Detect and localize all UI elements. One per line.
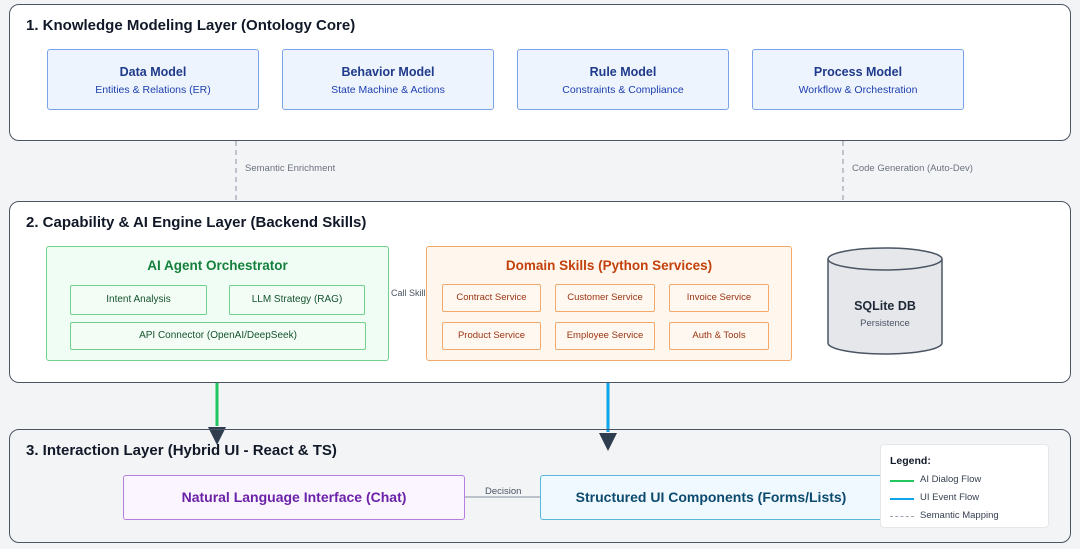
ai-agent-orchestrator-panel: AI Agent Orchestrator Intent Analysis LL… <box>46 246 389 361</box>
legend-label: AI Dialog Flow <box>920 474 982 485</box>
model-subtitle: State Machine & Actions <box>331 84 445 96</box>
legend-swatch-dashed <box>890 516 914 517</box>
contract-service-chip: Contract Service <box>442 284 541 312</box>
legend-swatch-blue <box>890 498 914 500</box>
rule-model-box: Rule Model Constraints & Compliance <box>517 49 729 110</box>
legend-label: Semantic Mapping <box>920 510 999 521</box>
auth-tools-chip: Auth & Tools <box>669 322 769 350</box>
employee-service-chip: Employee Service <box>555 322 655 350</box>
product-service-chip: Product Service <box>442 322 541 350</box>
model-subtitle: Workflow & Orchestration <box>798 84 918 96</box>
behavior-model-box: Behavior Model State Machine & Actions <box>282 49 494 110</box>
structured-ui-components-box: Structured UI Components (Forms/Lists) <box>540 475 882 520</box>
sqlite-db-title: SQLite DB <box>854 299 916 313</box>
legend-label: UI Event Flow <box>920 492 980 503</box>
decision-label: Decision <box>485 486 522 497</box>
ui-event-flow-arrowhead-down <box>599 433 617 451</box>
customer-service-chip: Customer Service <box>555 284 655 312</box>
model-title: Behavior Model <box>341 65 435 79</box>
invoice-service-chip: Invoice Service <box>669 284 769 312</box>
model-title: Process Model <box>813 65 903 79</box>
layer-title: 2. Capability & AI Engine Layer (Backend… <box>26 214 367 231</box>
legend-title: Legend: <box>890 455 931 467</box>
sqlite-db-cylinder <box>827 247 943 355</box>
layer-title: 1. Knowledge Modeling Layer (Ontology Co… <box>26 17 356 34</box>
api-connector-chip: API Connector (OpenAI/DeepSeek) <box>70 322 366 350</box>
natural-language-interface-box: Natural Language Interface (Chat) <box>123 475 465 520</box>
llm-strategy-chip: LLM Strategy (RAG) <box>229 285 365 315</box>
chat-box-label: Natural Language Interface (Chat) <box>181 489 407 505</box>
legend-swatch-green <box>890 480 914 482</box>
sqlite-db-subtitle: Persistence <box>860 318 910 329</box>
model-subtitle: Constraints & Compliance <box>562 84 684 96</box>
layer-title: 3. Interaction Layer (Hybrid UI - React … <box>26 442 337 459</box>
domain-skills-panel: Domain Skills (Python Services) Contract… <box>426 246 792 361</box>
call-skill-label: Call Skill <box>391 288 426 298</box>
model-title: Rule Model <box>589 65 657 79</box>
ai-dialog-flow-arrowhead-down <box>208 427 226 445</box>
panel-title: Domain Skills (Python Services) <box>505 258 713 273</box>
intent-analysis-chip: Intent Analysis <box>70 285 207 315</box>
legend: Legend: AI Dialog Flow UI Event Flow Sem… <box>880 444 1049 528</box>
code-generation-label: Code Generation (Auto-Dev) <box>852 163 973 174</box>
interaction-layer: 3. Interaction Layer (Hybrid UI - React … <box>9 429 1071 543</box>
semantic-enrichment-label: Semantic Enrichment <box>245 163 336 174</box>
data-model-box: Data Model Entities & Relations (ER) <box>47 49 259 110</box>
process-model-box: Process Model Workflow & Orchestration <box>752 49 964 110</box>
model-subtitle: Entities & Relations (ER) <box>95 84 211 96</box>
model-title: Data Model <box>119 65 187 79</box>
knowledge-modeling-layer: 1. Knowledge Modeling Layer (Ontology Co… <box>9 4 1071 141</box>
structured-box-label: Structured UI Components (Forms/Lists) <box>575 489 847 505</box>
panel-title: AI Agent Orchestrator <box>147 258 288 273</box>
